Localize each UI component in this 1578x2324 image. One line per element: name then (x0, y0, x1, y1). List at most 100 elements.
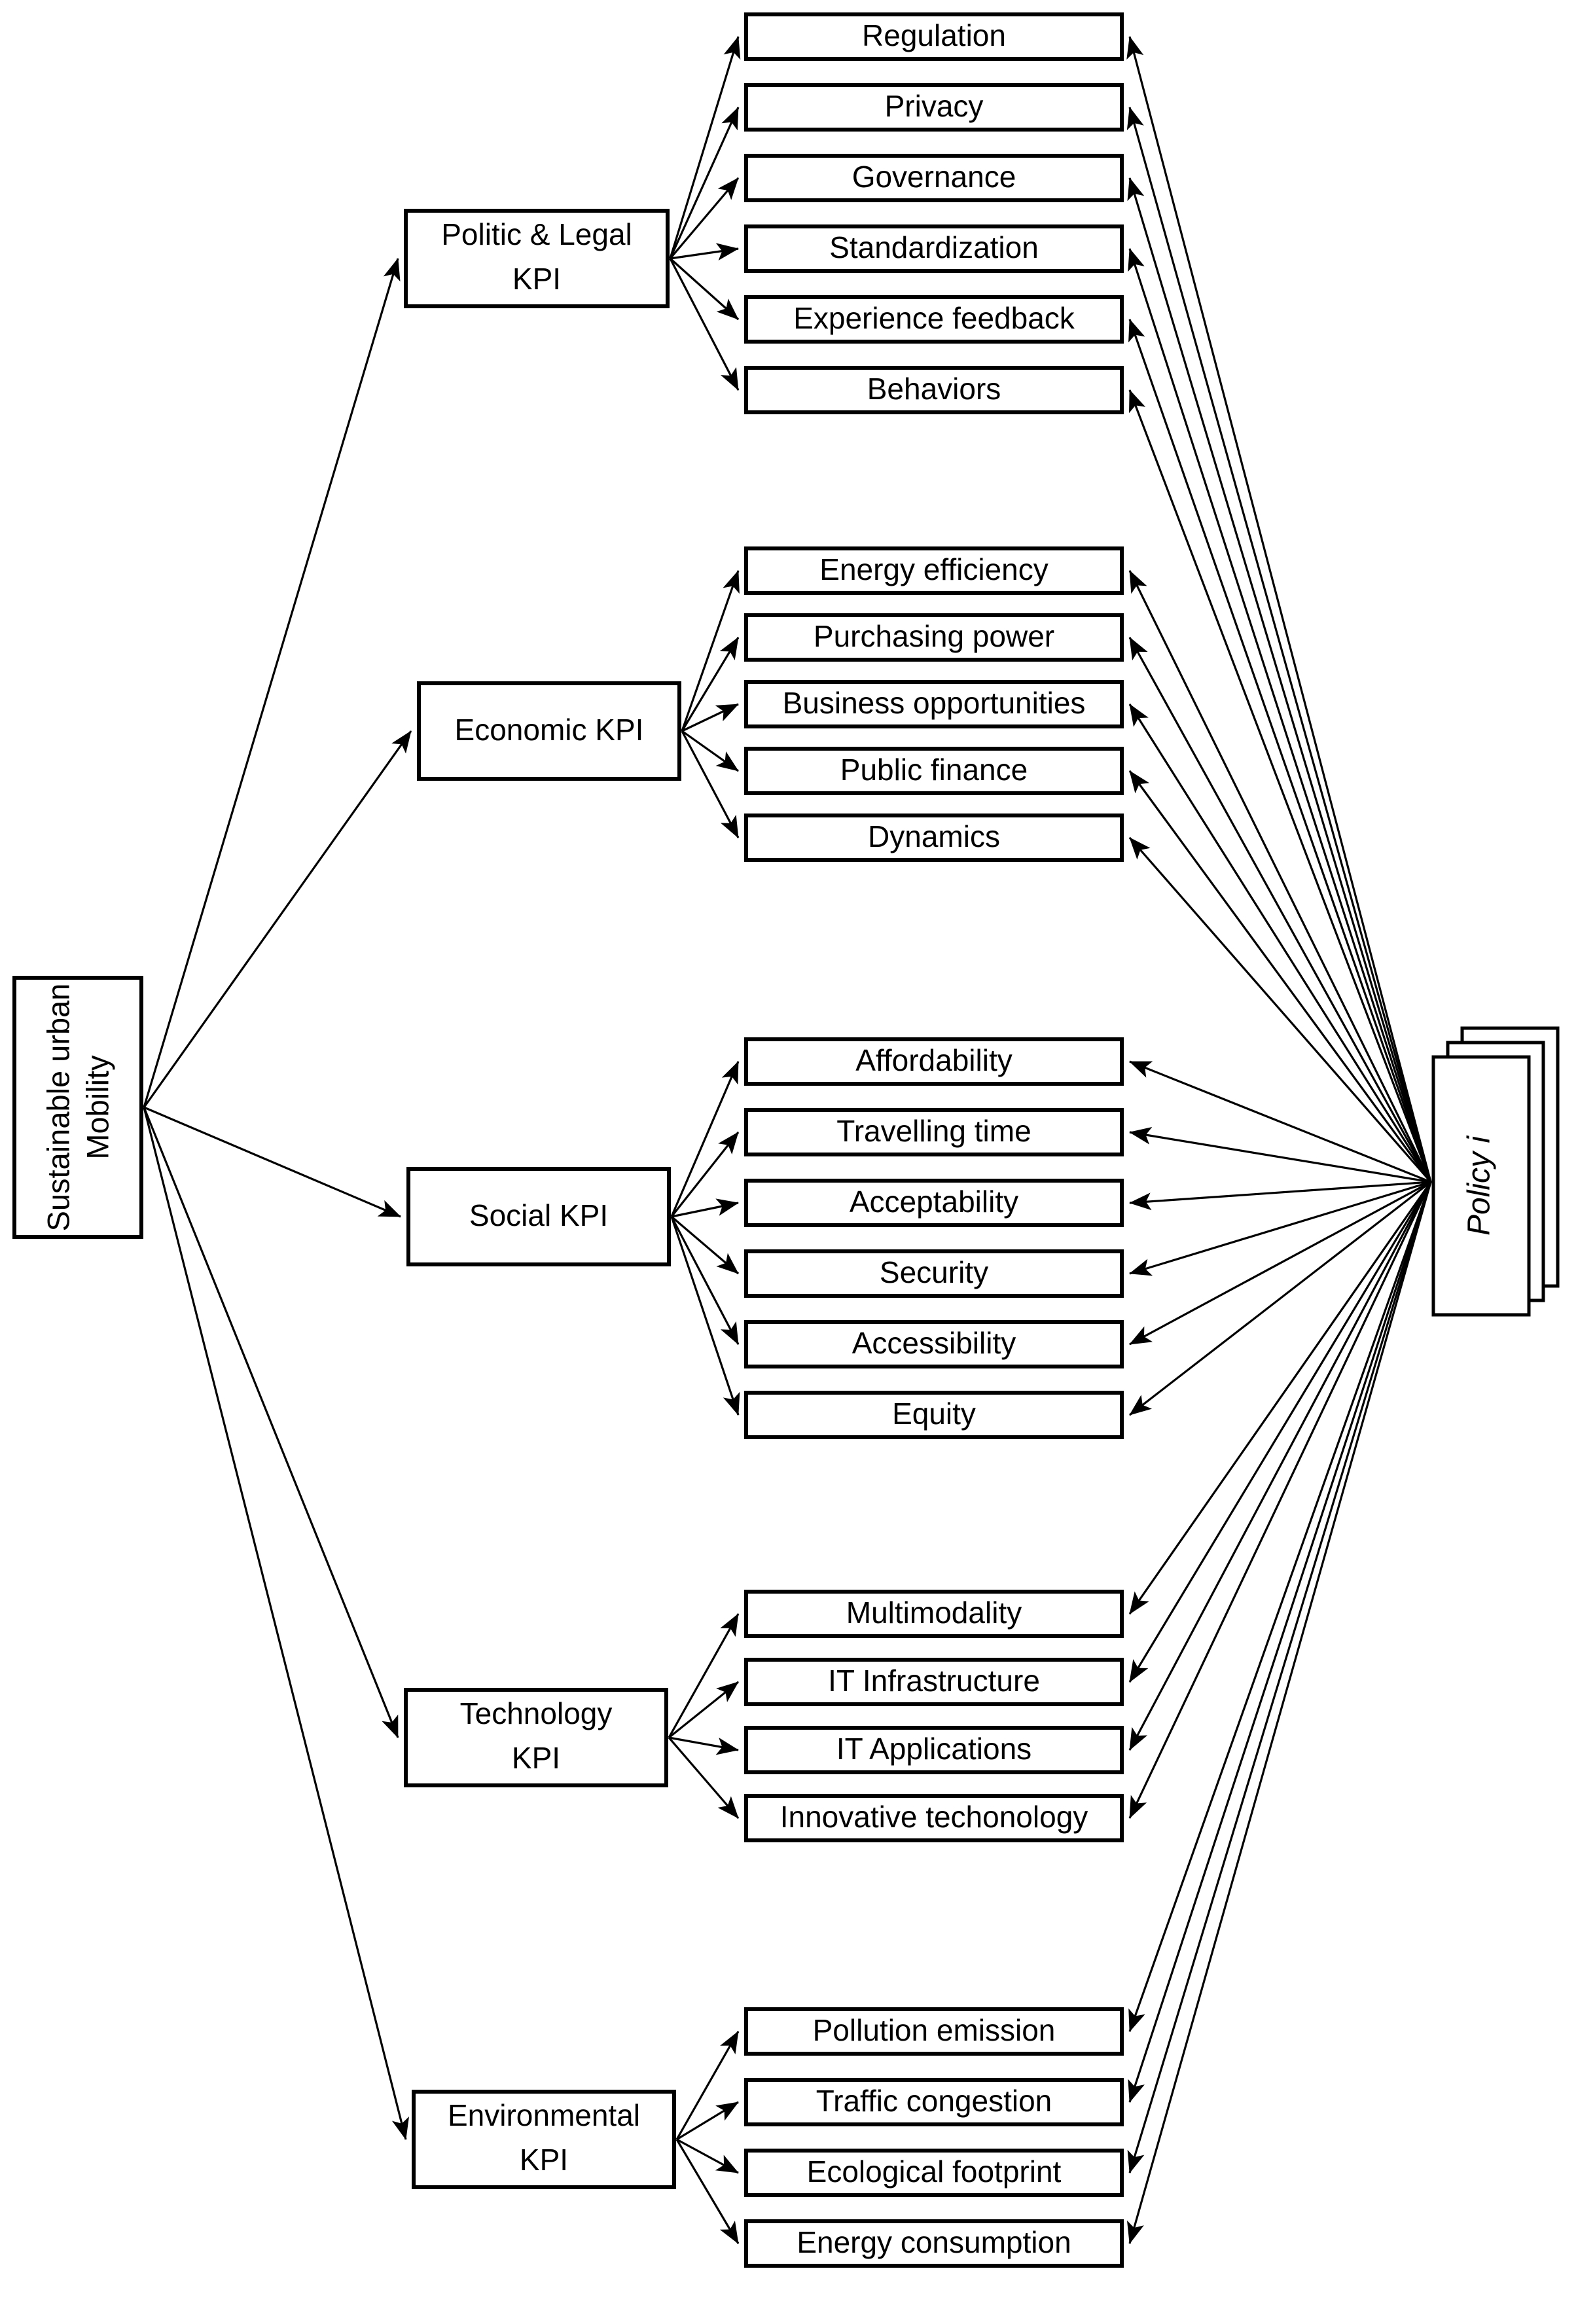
edge-politic-legal-kpi-to-regulation (669, 36, 741, 259)
edge-root-to-environmental-kpi (143, 1107, 410, 2140)
edge-policy-i-to-purchasing-power (1128, 637, 1432, 1183)
node-dynamics[interactable]: Dynamics (744, 813, 1124, 862)
edge-policy-i-to-acceptability (1129, 1181, 1431, 1211)
edge-policy-i-to-innovative-techonology (1128, 1181, 1432, 1819)
node-economic-kpi[interactable]: Economic KPI (417, 681, 681, 781)
equity-box[interactable] (744, 1391, 1124, 1439)
node-privacy[interactable]: Privacy (744, 83, 1124, 132)
node-equity[interactable]: Equity (744, 1391, 1124, 1439)
travelling-time-box[interactable] (744, 1108, 1124, 1156)
social-kpi-box[interactable] (406, 1167, 671, 1266)
it-infrastructure-box[interactable] (744, 1658, 1124, 1706)
node-it-infrastructure[interactable]: IT Infrastructure (744, 1658, 1124, 1706)
ecological-footprint-box[interactable] (744, 2149, 1124, 2197)
node-business-opportunities[interactable]: Business opportunities (744, 680, 1124, 728)
node-energy-consumption[interactable]: Energy consumption (744, 2219, 1124, 2268)
security-box[interactable] (744, 1249, 1124, 1298)
node-governance[interactable]: Governance (744, 154, 1124, 202)
edge-root-to-politic-legal-kpi (143, 258, 401, 1108)
governance-label: Governance (852, 160, 1016, 194)
regulation-label: Regulation (862, 18, 1006, 52)
node-it-applications[interactable]: IT Applications (744, 1726, 1124, 1774)
node-policy-i[interactable]: Policy i (1431, 1026, 1560, 1317)
root-label-line2: Mobility (80, 1055, 115, 1160)
node-travelling-time[interactable]: Travelling time (744, 1108, 1124, 1156)
node-public-finance[interactable]: Public finance (744, 747, 1124, 795)
standardization-box[interactable] (744, 224, 1124, 273)
energy-efficiency-box[interactable] (744, 546, 1124, 595)
environmental-kpi-box[interactable] (412, 2090, 676, 2189)
edge-policy-i-to-privacy (1126, 107, 1432, 1183)
dynamics-label: Dynamics (868, 819, 1000, 853)
politic-legal-kpi-box[interactable] (404, 209, 670, 308)
node-traffic-congestion[interactable]: Traffic congestion (744, 2078, 1124, 2126)
edge-policy-i-to-it-infrastructure (1128, 1181, 1432, 1683)
behaviors-box[interactable] (744, 366, 1124, 414)
root-box[interactable] (12, 976, 143, 1239)
governance-box[interactable] (744, 154, 1124, 202)
edge-policy-i-to-equity (1129, 1181, 1431, 1416)
energy-consumption-box[interactable] (744, 2219, 1124, 2268)
node-experience-feedback[interactable]: Experience feedback (744, 295, 1124, 344)
innovative-techonology-box[interactable] (744, 1794, 1124, 1842)
edge-social-kpi-to-affordability (670, 1061, 740, 1217)
affordability-box[interactable] (744, 1037, 1124, 1086)
edge-social-kpi-to-equity (670, 1216, 740, 1416)
traffic-congestion-box[interactable] (744, 2078, 1124, 2126)
multimodality-label: Multimodality (846, 1596, 1022, 1630)
node-social-kpi[interactable]: Social KPI (406, 1167, 671, 1266)
edge-politic-legal-kpi-to-experience-feedback (669, 257, 740, 321)
node-purchasing-power[interactable]: Purchasing power (744, 613, 1124, 662)
edges-root-to-categories (143, 258, 412, 2140)
multimodality-box[interactable] (744, 1590, 1124, 1638)
node-innovative-techonology[interactable]: Innovative techonology (744, 1794, 1124, 1842)
economic-kpi-box[interactable] (417, 681, 681, 781)
purchasing-power-box[interactable] (744, 613, 1124, 662)
edge-environmental-kpi-to-energy-consumption (675, 2139, 740, 2244)
node-acceptability[interactable]: Acceptability (744, 1179, 1124, 1227)
edge-economic-kpi-to-purchasing-power (681, 637, 740, 732)
it-infrastructure-label: IT Infrastructure (828, 1664, 1040, 1698)
node-pollution-emission[interactable]: Pollution emission (744, 2007, 1124, 2056)
it-applications-box[interactable] (744, 1726, 1124, 1774)
node-regulation[interactable]: Regulation (744, 12, 1124, 61)
edge-policy-i-to-traffic-congestion (1128, 1181, 1432, 2103)
pollution-emission-box[interactable] (744, 2007, 1124, 2056)
edge-technology-kpi-to-it-applications (668, 1736, 739, 1755)
regulation-box[interactable] (744, 12, 1124, 61)
edge-policy-i-to-affordability (1129, 1060, 1431, 1183)
node-ecological-footprint[interactable]: Ecological footprint (744, 2149, 1124, 2197)
node-behaviors[interactable]: Behaviors (744, 366, 1124, 414)
edge-social-kpi-to-security (670, 1215, 740, 1275)
purchasing-power-label: Purchasing power (814, 619, 1054, 653)
node-accessibility[interactable]: Accessibility (744, 1320, 1124, 1368)
business-opportunities-box[interactable] (744, 680, 1124, 728)
politic-legal-kpi-label-line2: KPI (512, 262, 561, 296)
edge-policy-i-to-accessibility (1129, 1181, 1431, 1346)
privacy-box[interactable] (744, 83, 1124, 132)
public-finance-box[interactable] (744, 747, 1124, 795)
technology-kpi-box[interactable] (404, 1688, 668, 1787)
edge-policy-i-to-travelling-time (1129, 1127, 1431, 1183)
dynamics-box[interactable] (744, 813, 1124, 862)
node-standardization[interactable]: Standardization (744, 224, 1124, 273)
edge-social-kpi-to-acceptability (671, 1198, 739, 1218)
node-affordability[interactable]: Affordability (744, 1037, 1124, 1086)
accessibility-box[interactable] (744, 1320, 1124, 1368)
acceptability-box[interactable] (744, 1179, 1124, 1227)
node-security[interactable]: Security (744, 1249, 1124, 1298)
node-multimodality[interactable]: Multimodality (744, 1590, 1124, 1638)
edge-policy-i-to-energy-efficiency (1128, 570, 1432, 1183)
experience-feedback-box[interactable] (744, 295, 1124, 344)
security-label: Security (880, 1255, 988, 1289)
edge-policy-i-to-dynamics (1128, 836, 1432, 1183)
edge-politic-legal-kpi-to-governance (669, 177, 740, 260)
acceptability-label: Acceptability (850, 1185, 1018, 1219)
node-energy-efficiency[interactable]: Energy efficiency (744, 546, 1124, 595)
edge-economic-kpi-to-energy-efficiency (681, 570, 740, 732)
